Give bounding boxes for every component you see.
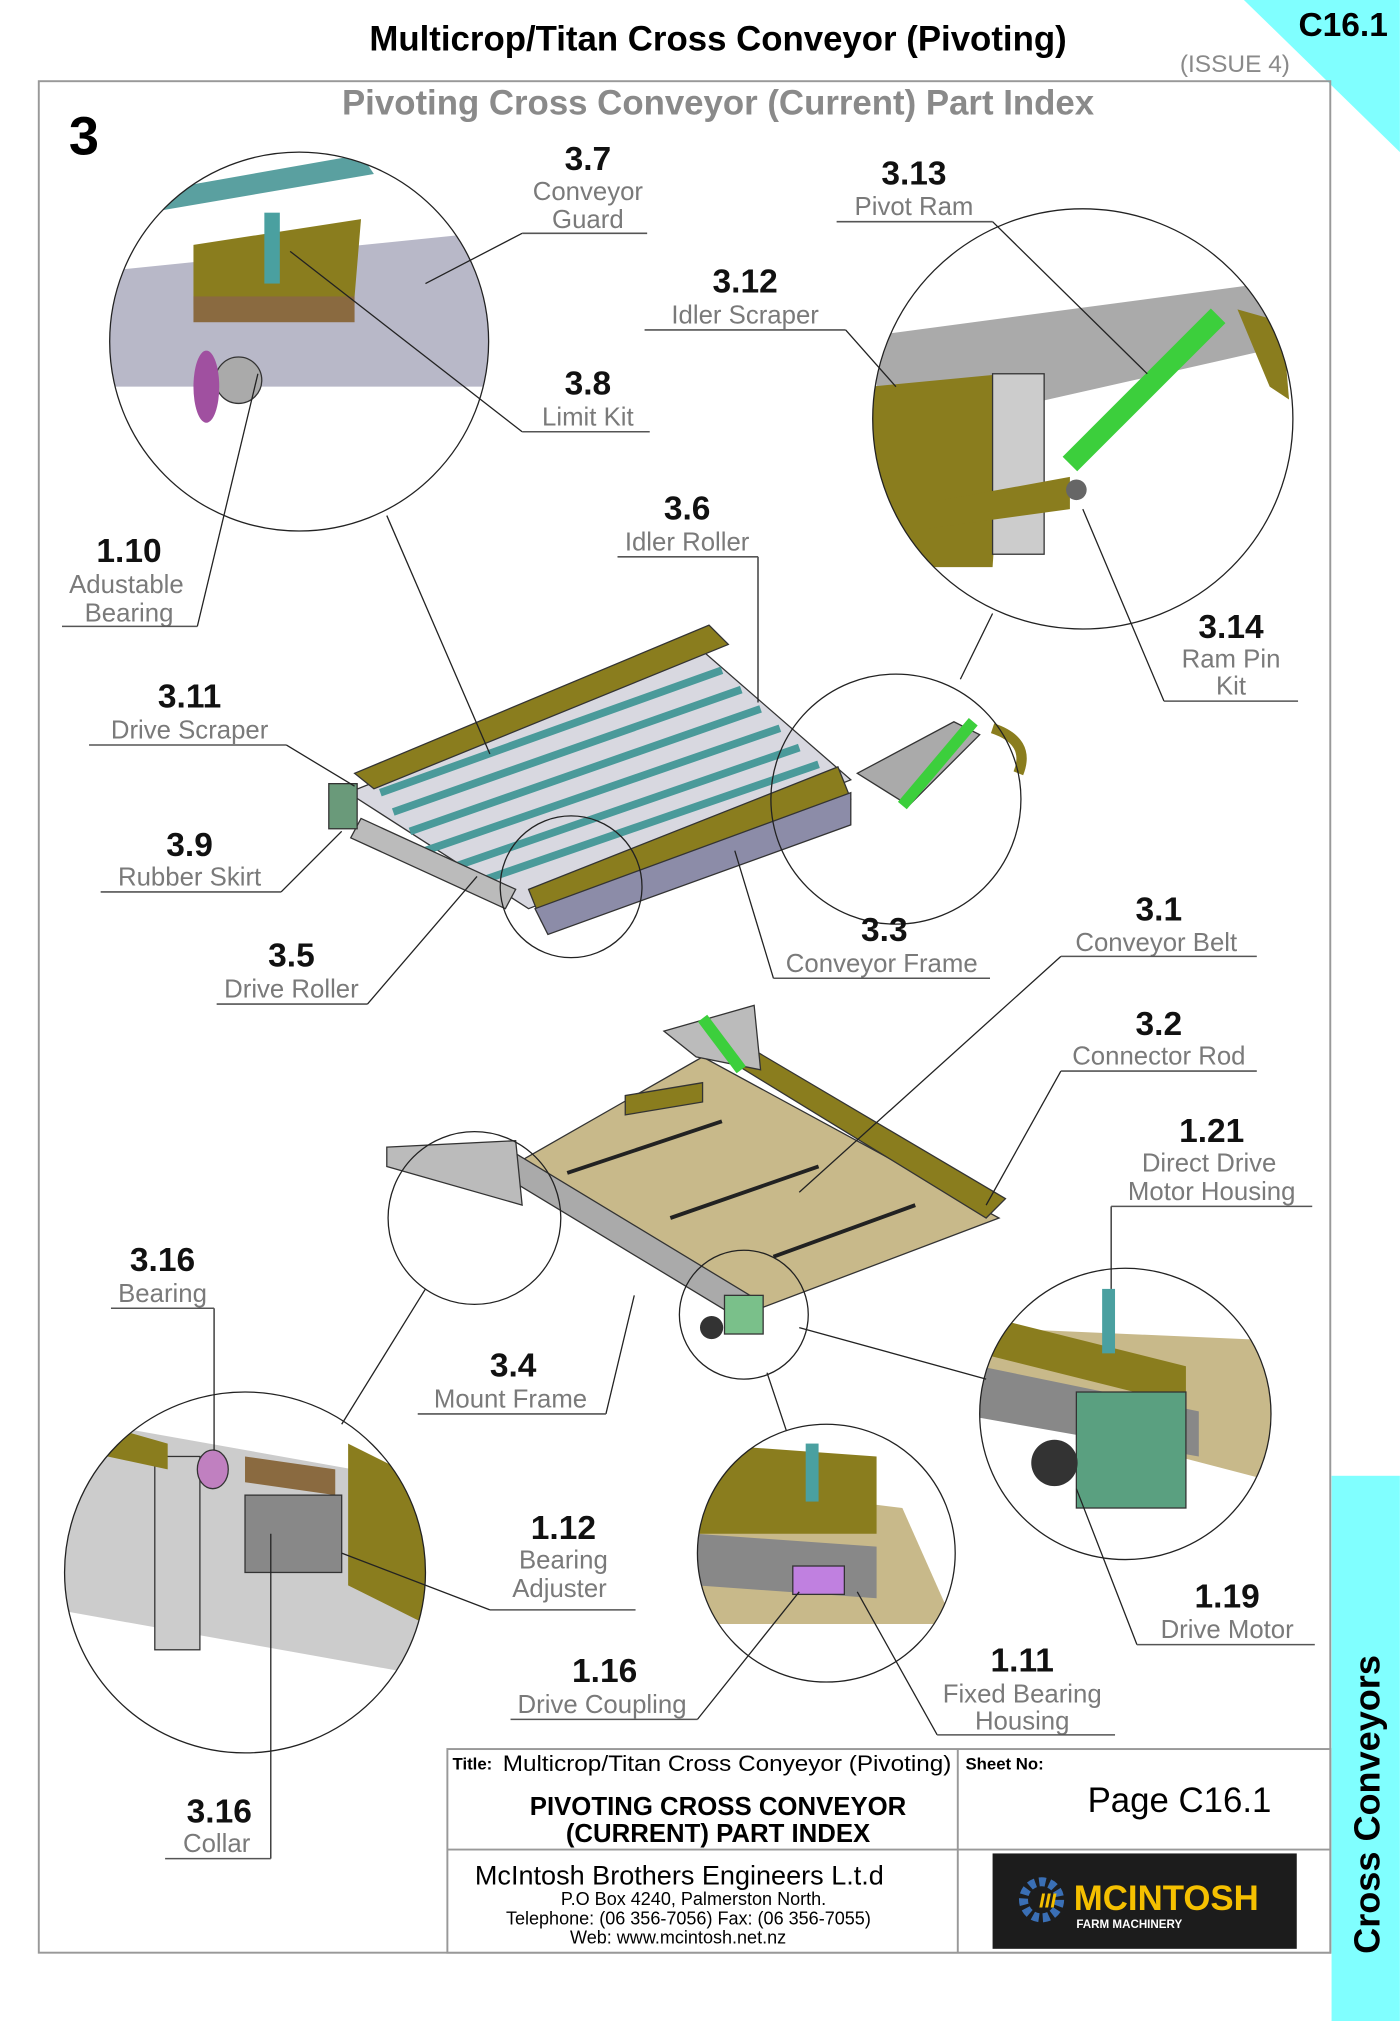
page-title: Multicrop/Titan Cross Conveyor (Pivoting… — [369, 19, 1066, 58]
company-address: P.O Box 4240, Palmerston North. — [561, 1889, 826, 1909]
corner-tab — [1243, 0, 1400, 153]
svg-text:1.21: 1.21 — [1179, 1113, 1244, 1150]
issue-label: (ISSUE 4) — [1180, 51, 1290, 78]
svg-text:Fixed Bearing: Fixed Bearing — [943, 1681, 1102, 1709]
svg-text:3.16: 3.16 — [130, 1242, 195, 1279]
svg-text:3.5: 3.5 — [268, 938, 315, 975]
lower-conveyor-assembly — [386, 1004, 1007, 1340]
svg-text:Drive Motor: Drive Motor — [1161, 1616, 1295, 1644]
svg-text:3.11: 3.11 — [158, 679, 221, 716]
svg-text:3.4: 3.4 — [490, 1348, 537, 1385]
svg-text:Kit: Kit — [1216, 673, 1246, 701]
svg-text:3.12: 3.12 — [713, 264, 778, 301]
title-value: Multicrop/Titan Cross Conyeyor (Pivoting… — [503, 1751, 952, 1776]
upper-conveyor-assembly — [328, 624, 1027, 936]
svg-text:Idler Scraper: Idler Scraper — [671, 302, 819, 330]
svg-text:III: III — [1039, 1890, 1057, 1913]
svg-text:Drive Scraper: Drive Scraper — [111, 717, 269, 745]
section-number: 3 — [69, 107, 99, 167]
svg-text:3.16: 3.16 — [187, 1794, 252, 1831]
detail-circles — [63, 151, 1294, 1754]
svg-text:Conveyor: Conveyor — [533, 178, 644, 206]
side-tab-label: Cross Conveyors — [1346, 1655, 1387, 1954]
svg-text:3.14: 3.14 — [1198, 609, 1264, 646]
svg-text:Guard: Guard — [552, 206, 624, 234]
svg-text:Direct Drive: Direct Drive — [1142, 1150, 1277, 1178]
svg-text:3.6: 3.6 — [664, 490, 711, 527]
company-phone: Telephone: (06 356-7056) Fax: (06 356-70… — [506, 1908, 871, 1928]
company-web: Web: www.mcintosh.net.nz — [570, 1928, 786, 1948]
svg-text:Mount Frame: Mount Frame — [434, 1385, 587, 1413]
svg-text:1.19: 1.19 — [1195, 1578, 1260, 1615]
svg-text:3.3: 3.3 — [861, 912, 908, 949]
svg-text:1.10: 1.10 — [96, 533, 161, 570]
svg-text:3.8: 3.8 — [565, 365, 612, 402]
svg-text:1.16: 1.16 — [572, 1653, 637, 1690]
sheet-label: Sheet No: — [966, 1755, 1044, 1774]
mcintosh-logo: III MCINTOSH FARM MACHINERY — [992, 1853, 1297, 1949]
sheet-value: Page C16.1 — [1088, 1781, 1272, 1820]
svg-text:Conveyor Frame: Conveyor Frame — [786, 950, 978, 978]
svg-text:Bearing: Bearing — [519, 1547, 608, 1575]
leader-lines — [196, 221, 1165, 1859]
svg-text:3.7: 3.7 — [565, 141, 612, 178]
svg-text:Connector Rod: Connector Rod — [1072, 1043, 1245, 1071]
svg-text:Idler Roller: Idler Roller — [625, 528, 750, 556]
svg-text:1.12: 1.12 — [531, 1510, 596, 1547]
page-code: C16.1 — [1298, 7, 1387, 44]
svg-text:Pivot Ram: Pivot Ram — [855, 193, 974, 221]
title-label: Title: — [453, 1755, 493, 1774]
svg-text:1.11: 1.11 — [991, 1643, 1054, 1680]
title-block: Title: Multicrop/Titan Cross Conyeyor (P… — [446, 1748, 1332, 1954]
svg-text:Bearing: Bearing — [85, 599, 174, 627]
logo-subtext: FARM MACHINERY — [1076, 1918, 1182, 1931]
svg-text:Limit Kit: Limit Kit — [542, 403, 634, 431]
svg-text:Adjuster: Adjuster — [512, 1575, 607, 1603]
svg-text:Drive Coupling: Drive Coupling — [518, 1691, 687, 1719]
svg-text:Collar: Collar — [183, 1830, 251, 1858]
svg-text:Conveyor Belt: Conveyor Belt — [1075, 929, 1237, 957]
company-name: McIntosh Brothers Engineers L.t.d — [475, 1860, 884, 1890]
svg-text:3.1: 3.1 — [1136, 891, 1183, 928]
svg-text:3.9: 3.9 — [166, 827, 213, 864]
svg-text:Motor Housing: Motor Housing — [1128, 1178, 1296, 1206]
svg-text:3.2: 3.2 — [1136, 1006, 1183, 1043]
svg-text:Housing: Housing — [975, 1708, 1070, 1736]
drawing-title-line-1: PIVOTING CROSS CONVEYOR — [530, 1793, 907, 1821]
subtitle: Pivoting Cross Conveyor (Current) Part I… — [342, 84, 1095, 123]
drawing-title-line-2: (CURRENT) PART INDEX — [566, 1820, 870, 1848]
svg-text:Drive Roller: Drive Roller — [224, 976, 359, 1004]
svg-text:Bearing: Bearing — [118, 1280, 207, 1308]
svg-text:Adustable: Adustable — [69, 571, 184, 599]
logo-text: MCINTOSH — [1074, 1879, 1259, 1918]
svg-text:Ram Pin: Ram Pin — [1182, 646, 1281, 674]
side-tab — [1331, 1475, 1400, 2021]
svg-text:3.13: 3.13 — [881, 155, 946, 192]
svg-text:Rubber Skirt: Rubber Skirt — [118, 863, 261, 891]
